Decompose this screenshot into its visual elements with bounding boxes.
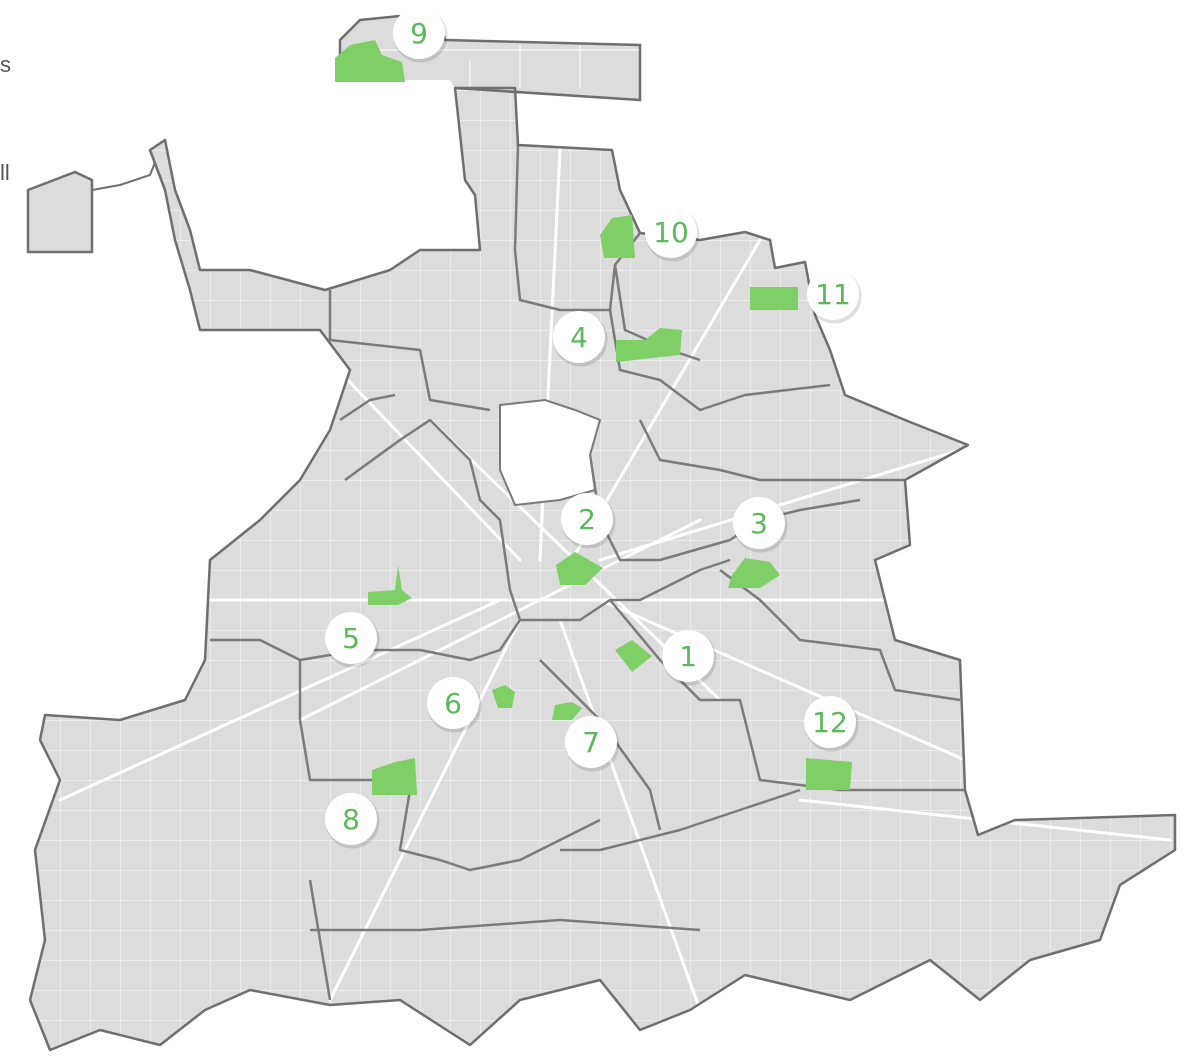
- marker-label: 4: [570, 321, 588, 354]
- park-area-11[interactable]: [750, 287, 798, 310]
- park-area-7[interactable]: [552, 702, 582, 720]
- lake-cutout: [499, 398, 602, 507]
- marker-circle: [645, 206, 697, 258]
- marker-label: 8: [342, 803, 360, 836]
- district-marker-5[interactable]: 5: [325, 612, 380, 668]
- marker-circle: [807, 268, 859, 320]
- park-area-3[interactable]: [728, 558, 780, 588]
- marker-circle: [325, 793, 377, 845]
- district-marker-4[interactable]: 4: [553, 311, 608, 367]
- park-area-5[interactable]: [368, 565, 412, 605]
- marker-label: 1: [679, 640, 697, 673]
- marker-label: 7: [582, 726, 600, 759]
- marker-label: 11: [815, 278, 851, 311]
- edge-text-top: s: [0, 52, 11, 77]
- marker-circle: [565, 716, 617, 768]
- park-area-2[interactable]: [556, 552, 603, 585]
- district-marker-10[interactable]: 10: [645, 206, 700, 262]
- park-area-4[interactable]: [616, 328, 682, 362]
- park-area-8[interactable]: [372, 758, 417, 795]
- marker-circle: [427, 677, 479, 729]
- marker-circle: [553, 311, 605, 363]
- marker-label: 3: [750, 507, 768, 540]
- marker-label: 9: [410, 17, 428, 50]
- park-area-9[interactable]: [335, 40, 405, 82]
- district-marker-7[interactable]: 7: [565, 716, 620, 772]
- north-roads: [360, 45, 640, 88]
- park-area-12[interactable]: [806, 758, 852, 790]
- park-area-10[interactable]: [600, 215, 635, 258]
- district-marker-2[interactable]: 2: [561, 493, 616, 549]
- district-marker-9[interactable]: 9: [393, 7, 448, 63]
- marker-circle: [325, 612, 377, 664]
- park-area-6[interactable]: [492, 685, 515, 708]
- marker-label: 10: [653, 216, 689, 249]
- marker-label: 5: [342, 622, 360, 655]
- city-outer-border: [28, 86, 1177, 1052]
- marker-circle: [804, 696, 856, 748]
- marker-label: 6: [444, 687, 462, 720]
- marker-label: 12: [812, 706, 848, 739]
- district-marker-3[interactable]: 3: [733, 497, 788, 553]
- marker-label: 2: [578, 503, 596, 536]
- park-area-1[interactable]: [615, 640, 652, 672]
- marker-circle: [733, 497, 785, 549]
- marker-circle: [561, 493, 613, 545]
- district-marker-8[interactable]: 8: [325, 793, 380, 849]
- district-marker-11[interactable]: 11: [807, 268, 862, 324]
- district-marker-6[interactable]: 6: [427, 677, 482, 733]
- district-marker-1[interactable]: 1: [662, 630, 717, 686]
- park-areas: [335, 40, 852, 795]
- district-marker-12[interactable]: 12: [804, 696, 859, 752]
- edge-text-mid: ll: [0, 160, 10, 185]
- marker-circle: [393, 7, 445, 59]
- west-panhandle: [26, 149, 161, 254]
- marker-circle: [662, 630, 714, 682]
